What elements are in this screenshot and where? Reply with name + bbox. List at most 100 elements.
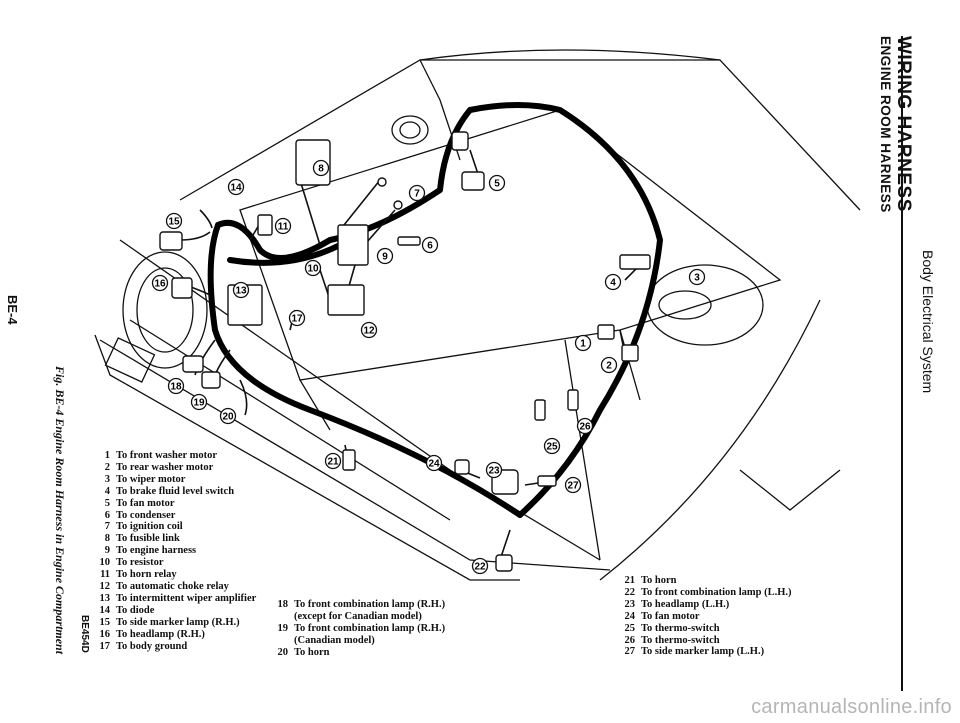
callout-circle <box>288 309 306 327</box>
callout-15: 15 <box>165 212 183 230</box>
callout-circle <box>485 461 503 479</box>
header-title: WIRING HARNESS <box>893 36 914 212</box>
legend-item-number: 17 <box>99 640 111 652</box>
legend-item-label: To side marker lamp (R.H.) <box>116 616 240 628</box>
callout-circle <box>165 212 183 230</box>
callout-number: 26 <box>579 422 591 433</box>
watermark: carmanualsonline.info <box>751 696 952 718</box>
callout-number: 5 <box>494 179 500 190</box>
legend-item-number: 6 <box>104 509 110 521</box>
rear-washer-connector <box>621 344 639 362</box>
legend-item: 11 To horn relay <box>92 569 256 581</box>
legend-item-number: 20 <box>277 646 289 658</box>
legend-item-number: 22 <box>624 586 636 598</box>
callout-circle <box>543 437 561 455</box>
legend-item-label: To body ground <box>116 640 188 652</box>
legend-item-number: 14 <box>99 604 111 616</box>
callout-number: 12 <box>363 326 375 337</box>
legend-item: 7 To ignition coil <box>92 521 256 533</box>
legend-item: 20 To horn <box>270 647 445 659</box>
legend-item-label: To horn relay <box>116 569 177 581</box>
legend-item-label: To thermo-switch <box>641 634 720 646</box>
legend-item-number: 11 <box>100 569 110 581</box>
fan-motor-connector <box>461 171 485 191</box>
legend-item-label: To diode <box>116 604 155 616</box>
callout-5: 5 <box>488 174 506 192</box>
legend-item-label: To ignition coil <box>116 521 183 533</box>
callout-number: 24 <box>428 459 440 470</box>
legend-item-number: 16 <box>99 628 111 640</box>
callout-4: 4 <box>604 273 622 291</box>
callout-21: 21 <box>324 452 342 470</box>
callout-circle <box>312 159 330 177</box>
callout-circle <box>376 247 394 265</box>
callout-circle <box>167 377 185 395</box>
legend-item-continuation: (Canadian model) <box>294 634 375 646</box>
callout-circle <box>421 236 439 254</box>
callout-6: 6 <box>421 236 439 254</box>
callout-number: 21 <box>327 457 339 468</box>
legend-item-number: 4 <box>104 485 110 497</box>
callout-number: 10 <box>307 264 319 275</box>
engine-harness-connector <box>337 224 369 266</box>
figure-code: BE454D <box>79 615 90 653</box>
legend-item-label: To fusible link <box>116 533 180 545</box>
callout-number: 8 <box>318 164 324 175</box>
legend-item-number: 15 <box>99 616 111 628</box>
callout-24: 24 <box>425 454 443 472</box>
legend-item-label: To fan motor <box>116 497 175 509</box>
legend-item-label: To horn <box>294 646 330 658</box>
legend-item-number: 18 <box>277 599 289 610</box>
callout-number: 6 <box>427 241 433 252</box>
legend-item-number: 21 <box>624 575 636 586</box>
callout-2: 2 <box>600 356 618 374</box>
callout-10: 10 <box>304 259 322 277</box>
legend-item-continuation: (except for Canadian model) <box>294 610 422 622</box>
callout-number: 9 <box>382 252 388 263</box>
callout-7: 7 <box>408 184 426 202</box>
legend-item-label: To front washer motor <box>116 450 218 461</box>
ignition-coil-terminal-2 <box>393 200 403 210</box>
callout-circle <box>425 454 443 472</box>
callout-number: 25 <box>546 442 558 453</box>
callout-number: 17 <box>291 314 303 325</box>
legend-item: 22 To front combination lamp (L.H.) <box>617 587 792 599</box>
legend-item-label: To front combination lamp (L.H.) <box>641 586 792 598</box>
callout-23: 23 <box>485 461 503 479</box>
legend-item-number: 5 <box>104 497 110 509</box>
callout-circle <box>219 407 237 425</box>
legend-item-label: To automatic choke relay <box>116 580 229 592</box>
side-marker-connector <box>159 231 183 251</box>
callout-9: 9 <box>376 247 394 265</box>
combination-lamp-connector-2 <box>201 371 221 389</box>
legend-item-label: To headlamp (L.H.) <box>641 598 730 610</box>
callout-11: 11 <box>274 217 292 235</box>
figure-caption: Fig. BE-4 Engine Room Harness in Engine … <box>53 366 67 655</box>
callout-circle <box>274 217 292 235</box>
callout-circle <box>600 356 618 374</box>
legend-item-label: To fan motor <box>641 610 700 622</box>
callout-20: 20 <box>219 407 237 425</box>
legend-item-number: 7 <box>104 521 110 533</box>
legend-item-number: 2 <box>104 461 110 473</box>
legend-item-number: 25 <box>624 622 636 634</box>
callout-12: 12 <box>360 321 378 339</box>
condenser-connector <box>397 236 421 246</box>
callout-circle <box>227 178 245 196</box>
connectors <box>159 131 651 572</box>
callout-circle <box>576 417 594 435</box>
callout-number: 4 <box>610 278 616 289</box>
